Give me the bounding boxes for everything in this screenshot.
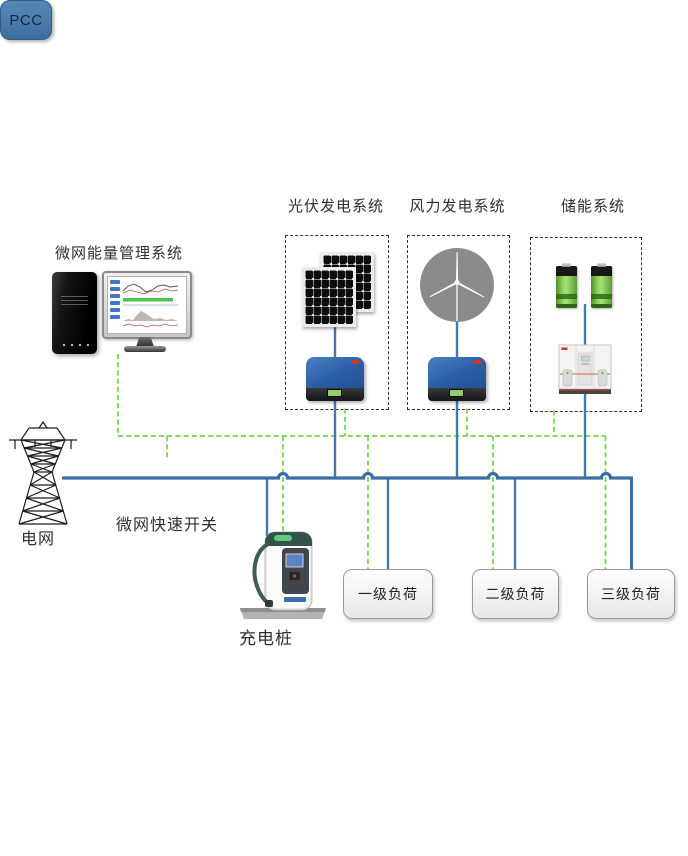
load-box-level2: 二级负荷 [472, 569, 559, 619]
pv-system-label: 光伏发电系统 [287, 198, 384, 215]
charger-label: 充电桩 [239, 629, 293, 648]
wind-turbine-icon [420, 248, 494, 322]
ems-monitor [102, 271, 192, 339]
storage-system-label: 储能系统 [560, 198, 625, 215]
pv-inverter [306, 357, 364, 401]
ems-dashboard-screen [107, 276, 187, 334]
solar-panel-icon [302, 267, 356, 327]
inverter-display [327, 389, 342, 397]
inverter-display [449, 389, 464, 397]
transmission-tower-icon [9, 420, 77, 525]
battery-icon [591, 263, 612, 308]
battery-icon [556, 263, 577, 308]
dashboard-chart-icon [110, 280, 179, 328]
load-box-level3: 三级负荷 [587, 569, 675, 619]
ems-server-tower [52, 272, 97, 354]
load-box-level1: 一级负荷 [343, 569, 433, 619]
power-bus-line [62, 471, 633, 480]
wind-system-label: 风力发电系统 [409, 198, 506, 215]
wind-inverter [428, 357, 486, 401]
ev-charger-icon [240, 531, 326, 619]
pcc-switch-node: PCC [0, 0, 52, 40]
wind-system-box [407, 235, 510, 410]
ems-label: 微网能量管理系统 [54, 245, 183, 262]
storage-converter-cabinet [558, 344, 612, 394]
monitor-stand-neck [136, 337, 154, 347]
pv-system-box [285, 235, 389, 410]
monitor-stand-base [124, 346, 166, 352]
grid-label: 电网 [20, 531, 55, 548]
fast-switch-label: 微网快速开关 [115, 517, 218, 534]
